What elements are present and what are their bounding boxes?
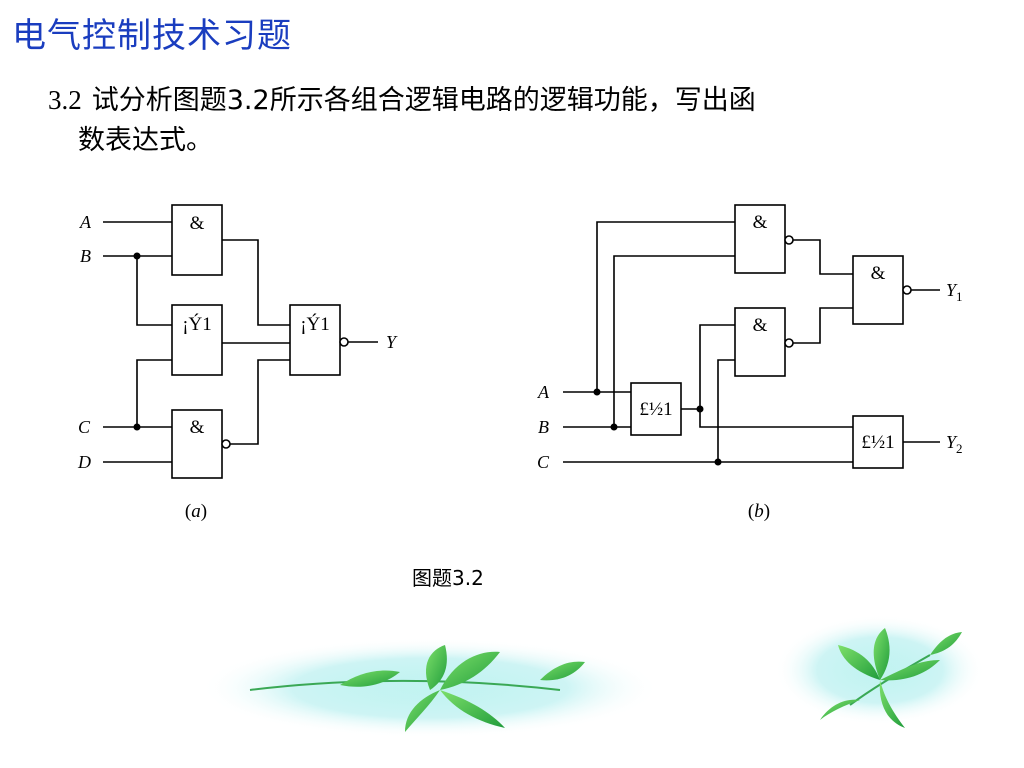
circuit-b	[563, 204, 940, 469]
decorative-leaves-left	[200, 638, 660, 738]
input-label-a-C: C	[78, 417, 91, 437]
wire-a-and-out	[222, 239, 290, 326]
circuit-a-junctions	[133, 252, 141, 431]
input-label-b-B: B	[538, 417, 549, 437]
question-number: 3.2	[48, 85, 82, 115]
leaf-2-icon	[425, 645, 447, 690]
junction-a-c	[133, 423, 141, 431]
circuit-a-nand-gate-bottom	[171, 409, 223, 479]
leaf-7-icon	[873, 628, 890, 680]
caption-b: (b)	[748, 501, 770, 522]
input-label-a-B: B	[80, 246, 91, 266]
leaf-stem-left	[249, 679, 561, 691]
circuit-a-or-gate-mid	[171, 304, 223, 376]
circuit-b-nand-gate-out	[852, 255, 904, 325]
output-label-b-Y1: Y1	[946, 280, 963, 304]
leaf-8-icon	[838, 645, 880, 680]
wire-b-b-to-top	[613, 255, 735, 427]
leaf-1-icon	[440, 651, 500, 690]
question-line-2: 数表达式。	[78, 125, 213, 156]
junction-b-b	[610, 423, 618, 431]
input-label-b-A: A	[537, 382, 550, 402]
circuit-a	[103, 204, 378, 479]
output-label-b-Y2: Y2	[946, 432, 963, 456]
circuit-b-xor-gate-left	[630, 382, 682, 436]
wire-b-xor-to-mid	[699, 324, 735, 409]
wire-b-a-to-top	[596, 221, 735, 392]
junction-a-b	[133, 252, 141, 260]
wire-b-mid-out	[793, 307, 853, 344]
gate-label-a-and-top: &	[190, 213, 205, 234]
leaf-5-icon	[540, 661, 585, 681]
circuit-b-nand-mid-bubble	[784, 338, 794, 348]
circuit-a-nor-bubble	[339, 337, 349, 347]
gate-label-a-or-mid: ¡Ý1	[182, 313, 212, 335]
wire-b-c-to-mid	[717, 359, 735, 462]
figure-caption: 图题3.2	[412, 566, 484, 590]
gate-label-b-nand-out: &	[871, 263, 886, 284]
wire-a-nand-out	[230, 359, 290, 445]
gate-label-a-or-out: ¡Ý1	[300, 313, 330, 335]
input-label-b-C: C	[537, 452, 550, 472]
circuit-b-nand-out-bubble	[902, 285, 912, 295]
slide-title: 电气控制技术习题	[12, 16, 292, 56]
leaf-4-icon	[405, 690, 440, 732]
question-line-1: 试分析图题3.2所示各组合逻辑电路的逻辑功能，写出函	[91, 85, 756, 116]
junction-b-xor	[696, 405, 704, 413]
leaf-11-icon	[930, 632, 962, 655]
circuit-a-and-gate-top	[171, 204, 223, 276]
leaf-3-icon	[440, 690, 505, 728]
circuit-b-nand-top-bubble	[784, 235, 794, 245]
gate-label-b-xor-right: £½1	[861, 432, 894, 453]
junction-b-c	[714, 458, 722, 466]
leaf-12-icon	[820, 699, 860, 720]
leaf-9-icon	[880, 660, 940, 681]
circuit-b-xor-gate-right	[852, 415, 904, 469]
circuit-a-nor-gate-out	[289, 304, 341, 376]
gate-label-b-xor-left: £½1	[639, 399, 672, 420]
gate-label-a-and-bottom: &	[190, 417, 205, 438]
circuit-b-junctions	[593, 388, 722, 466]
circuit-b-nand-gate-mid	[734, 307, 786, 377]
wire-b-top-out	[793, 239, 853, 275]
input-label-a-D: D	[77, 452, 91, 472]
wire-b-xor-to-right	[699, 409, 853, 428]
junction-b-a	[593, 388, 601, 396]
output-label-a-Y: Y	[386, 332, 398, 352]
leaf-10-icon	[879, 680, 905, 728]
circuit-a-nand-bubble	[221, 439, 231, 449]
question-text: 3.2 试分析图题3.2所示各组合逻辑电路的逻辑功能，写出函 数表达式。	[48, 80, 948, 161]
leaf-6-icon	[340, 670, 400, 687]
gate-label-b-nand-mid: &	[753, 315, 768, 336]
input-label-a-A: A	[79, 212, 92, 232]
caption-a: (a)	[185, 501, 207, 522]
decorative-leaves-right	[775, 615, 985, 728]
gate-label-b-nand-top: &	[753, 212, 768, 233]
wire-a-c-branch	[136, 359, 172, 427]
wire-a-b-branch	[136, 256, 172, 326]
